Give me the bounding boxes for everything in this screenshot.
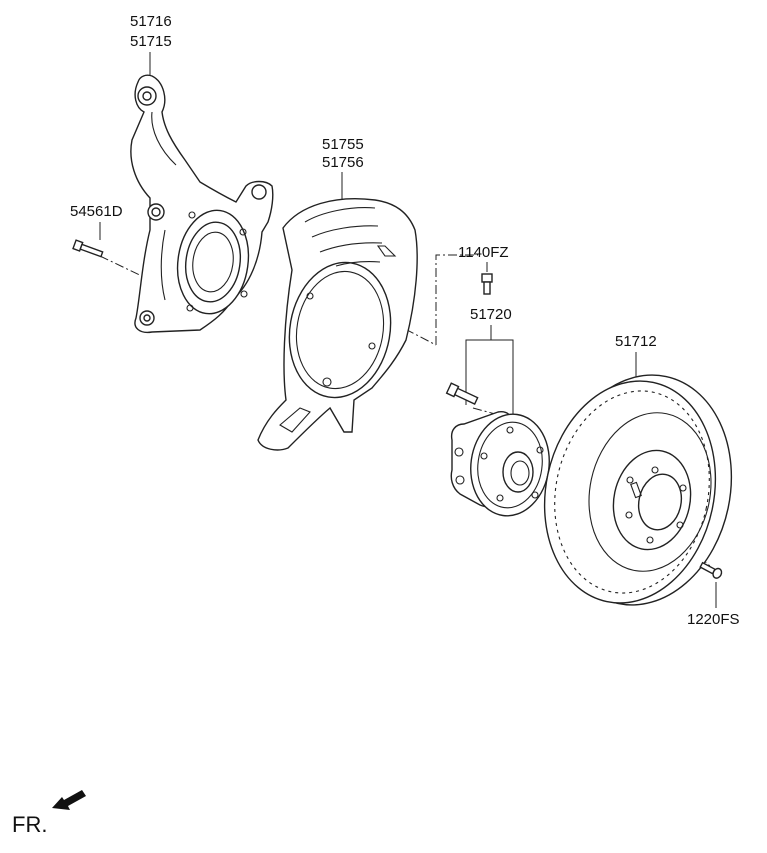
steering-knuckle: [130, 74, 274, 334]
brake-disc: [543, 374, 733, 606]
label-51715: 51715: [130, 33, 172, 50]
label-51712: 51712: [615, 333, 657, 350]
direction-label: FR.: [12, 812, 48, 837]
label-54561D: 54561D: [70, 203, 123, 220]
label-51755: 51755: [322, 136, 364, 153]
label-1220FS: 1220FS: [687, 611, 740, 628]
label-51720: 51720: [470, 306, 512, 323]
knuckle-bolt: [72, 239, 104, 258]
hub-bearing-assembly: [450, 411, 550, 517]
label-51716: 51716: [130, 13, 172, 30]
label-51756: 51756: [322, 154, 364, 171]
hub-bolt: [481, 273, 493, 295]
disc-screw: [699, 561, 723, 579]
hub-stud-bolt: [445, 382, 479, 405]
label-1140FZ: 1140FZ: [458, 244, 509, 261]
front-direction-arrow-icon: [52, 790, 86, 810]
dust-cover: [257, 198, 418, 451]
leader-lines: [99, 52, 717, 608]
